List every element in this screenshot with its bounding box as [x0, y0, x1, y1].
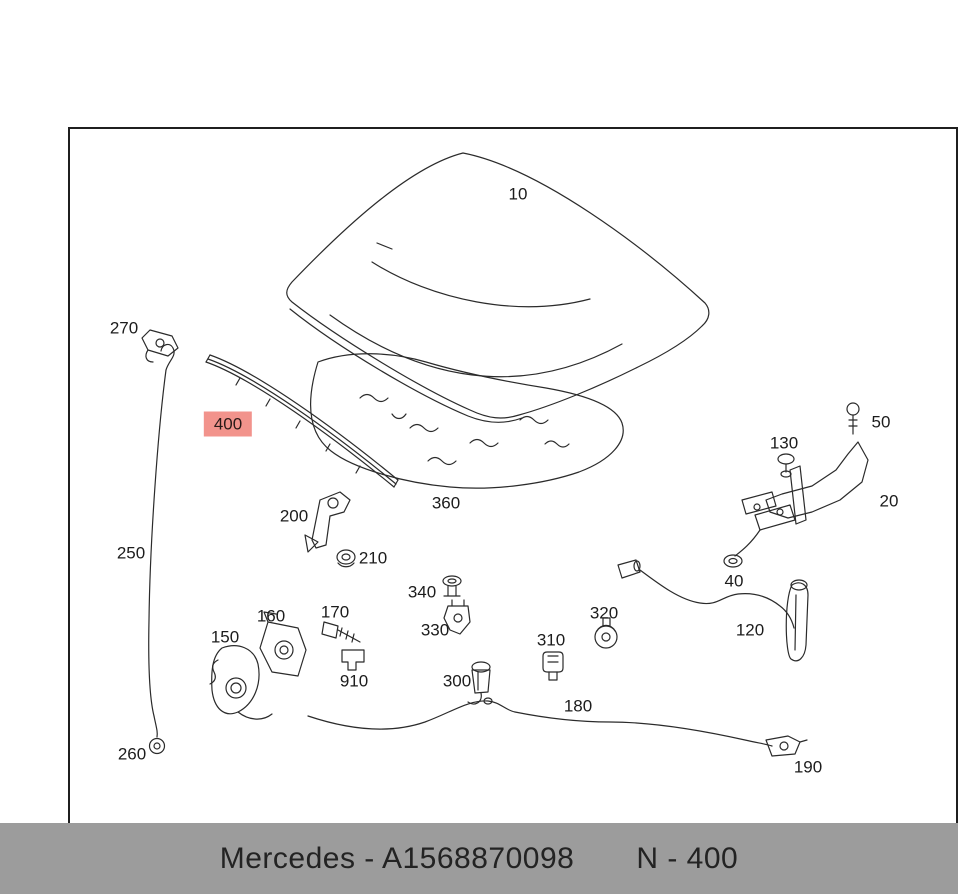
part-label-310: 310 [536, 630, 566, 650]
part-label-150: 150 [210, 627, 240, 647]
part-label-270: 270 [109, 318, 139, 338]
washer-40 [723, 554, 743, 568]
cable-end-190 [765, 735, 808, 757]
part-label-160: 160 [256, 606, 286, 626]
part-label-190: 190 [793, 757, 823, 777]
clip-300 [467, 661, 491, 705]
part-label-330: 330 [420, 620, 450, 640]
part-label-10: 10 [508, 184, 528, 204]
bolt-50 [846, 402, 860, 435]
part-label-260: 260 [117, 744, 147, 764]
part-label-210: 210 [358, 548, 388, 568]
part-label-400-highlighted: 400 [203, 411, 253, 437]
part-label-180: 180 [563, 696, 593, 716]
clip-340 [442, 575, 462, 597]
part-label-130: 130 [769, 433, 799, 453]
caption-part-number: Mercedes - A1568870098 [219, 841, 575, 875]
release-cable-180 [307, 697, 773, 747]
bracket-200 [304, 491, 351, 553]
caption-group-number: N - 400 [636, 841, 739, 875]
rod-clip-270 [141, 329, 179, 363]
clip-310 [542, 651, 564, 681]
part-label-250: 250 [116, 543, 146, 563]
part-label-300: 300 [442, 671, 472, 691]
part-label-320: 320 [589, 603, 619, 623]
diagram-border-frame [68, 127, 958, 823]
caption-bar: Mercedes - A1568870098 N - 400 [0, 823, 958, 894]
bolt-170 [321, 621, 361, 643]
part-label-50: 50 [871, 412, 891, 432]
part-label-360: 360 [431, 493, 461, 513]
part-label-120: 120 [735, 620, 765, 640]
insulation-pad [310, 353, 624, 489]
nut-210 [336, 549, 356, 568]
part-label-340: 340 [407, 582, 437, 602]
hood-panel [286, 152, 710, 423]
cable-120 [617, 559, 809, 662]
part-label-170: 170 [320, 602, 350, 622]
part-label-40: 40 [724, 571, 744, 591]
support-rod [148, 343, 175, 738]
hinge-assembly [734, 441, 869, 557]
part-label-200: 200 [279, 506, 309, 526]
ring-260 [148, 737, 166, 755]
clip-910 [341, 649, 365, 671]
grommet-130 [777, 453, 795, 478]
part-label-910: 910 [339, 671, 369, 691]
grommet-320 [594, 617, 618, 649]
part-label-20: 20 [879, 491, 899, 511]
